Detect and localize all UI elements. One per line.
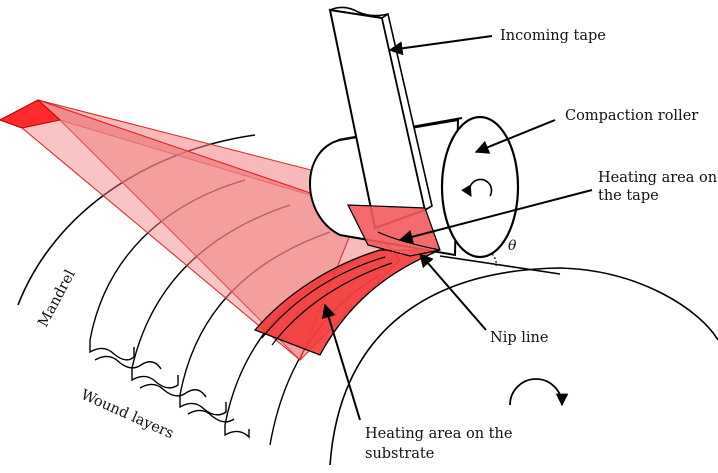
heating-tape-label-line1: Heating area on bbox=[598, 170, 717, 186]
mandrel-label: Mandrel bbox=[35, 267, 79, 330]
compaction-roller-label: Compaction roller bbox=[565, 108, 698, 124]
theta-angle bbox=[439, 253, 561, 275]
incoming-tape-label: Incoming tape bbox=[500, 28, 606, 44]
nip-line-label: Nip line bbox=[490, 330, 548, 346]
laser-source bbox=[0, 99, 62, 129]
wound-layers-label: Wound layers bbox=[78, 387, 176, 442]
heating-tape-label-line2: the tape bbox=[598, 188, 659, 204]
mandrel bbox=[17, 134, 718, 466]
heating-substrate-label-line1: Heating area on the bbox=[365, 426, 512, 442]
heating-substrate-label-line2: substrate bbox=[365, 446, 434, 462]
theta-label: θ bbox=[508, 238, 517, 254]
mandrel-rotation-icon bbox=[509, 378, 569, 407]
incoming-tape bbox=[328, 6, 441, 257]
roller-rotation-icon bbox=[461, 178, 493, 197]
callout-arrows bbox=[321, 35, 593, 421]
substrate-edge-lines bbox=[261, 256, 393, 346]
